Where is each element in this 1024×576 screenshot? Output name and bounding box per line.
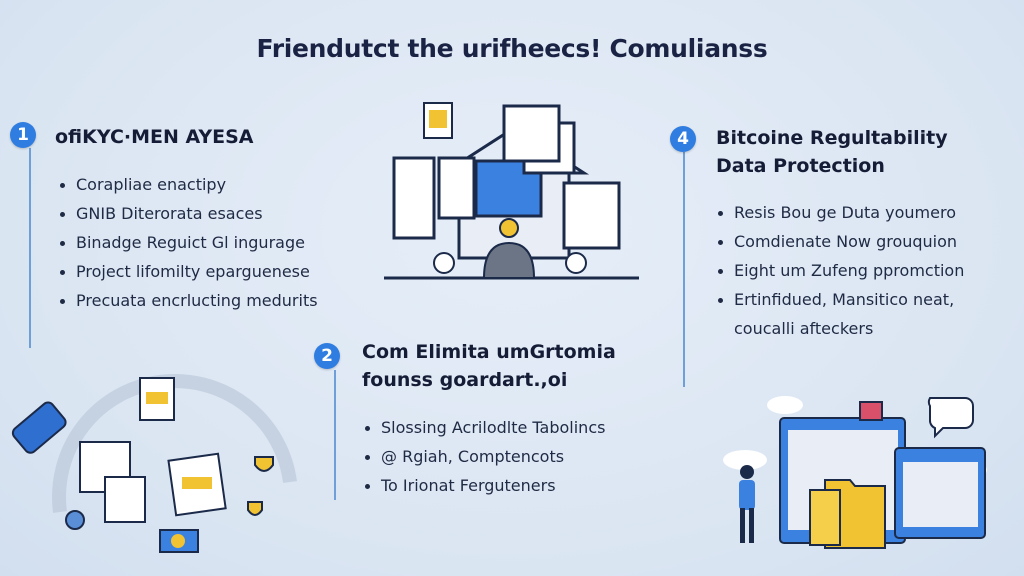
list-item: GNIB Diterorata esaces [60, 199, 318, 228]
list-item-continuation: coucalli afteckers [734, 319, 874, 338]
section-4-heading: Bitcoine Regultability Data Protection [716, 124, 948, 180]
list-item: @ Rgiah, Comptencots [365, 442, 605, 471]
section-2-bullets: Slossing Acrilodlte Tabolincs @ Rgiah, C… [365, 413, 605, 500]
timeline-line-4 [683, 152, 685, 387]
section-1-bullets: Corapliae enactipy GNIB Diterorata esace… [60, 170, 318, 315]
person-icon [739, 465, 755, 543]
step-badge-4: 4 [670, 126, 696, 152]
list-item: Corapliae enactipy [60, 170, 318, 199]
compliance-desk-illustration [384, 102, 639, 280]
section-4-bullets: Resis Bou ge Duta youmero Comdienate Now… [718, 198, 964, 343]
chat-bubble-icon [927, 397, 974, 439]
section-4-heading-line: Data Protection [716, 155, 885, 177]
bitcoin-icon [171, 534, 185, 548]
step-badge-2: 2 [314, 343, 340, 369]
section-4-heading-line: Bitcoine Regultability [716, 127, 948, 149]
section-2-heading-line: Com Elimita umGrtomia [362, 341, 616, 363]
security-collage-illustration [11, 374, 297, 553]
step-badge-1: 1 [10, 122, 36, 148]
list-item: Binadge Reguict Gl ingurage [60, 228, 318, 257]
timeline-line-2 [334, 370, 336, 500]
list-item: Slossing Acrilodlte Tabolincs [365, 413, 605, 442]
list-item: Comdienate Now grouquion [718, 227, 964, 256]
list-item: Resis Bou ge Duta youmero [718, 198, 964, 227]
list-item: Eight um Zufeng ppromction [718, 256, 964, 285]
trophy-icon [254, 456, 274, 472]
list-item: Project lifomilty eparguenese [60, 257, 318, 286]
timeline-line-1 [29, 148, 31, 348]
data-protection-illustration [723, 396, 987, 549]
page-title: Friendutct the urifheecs! Comulianss [256, 34, 768, 63]
section-2-heading: Com Elimita umGrtomia founss goardart.,o… [362, 338, 616, 394]
list-item: To Irionat Ferguteners [365, 471, 605, 500]
bitcoin-icon [499, 218, 519, 238]
section-2-heading-line: founss goardart.,oi [362, 369, 568, 391]
section-1-heading: ofiKYC·MEN AYESA [55, 126, 254, 148]
list-item: Ertinfidued, Mansitico neat, [718, 285, 964, 314]
list-item: Precuata encrlucting medurits [60, 286, 318, 315]
cloud-icon [767, 396, 803, 414]
